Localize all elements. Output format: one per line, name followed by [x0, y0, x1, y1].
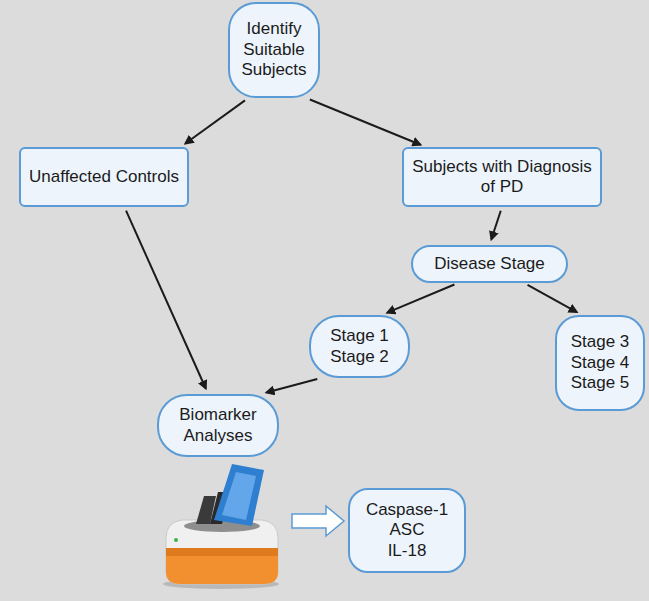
flow-arrow	[310, 100, 421, 145]
box-label: Biomarker Analyses	[165, 405, 271, 446]
process-box: Caspase-1ASCIL-18	[348, 488, 466, 573]
box-label: Subjects with Diagnosis of PD	[410, 157, 594, 198]
process-box: Stage 3Stage 4Stage 5	[555, 315, 645, 411]
box-label: Stage 5	[571, 373, 630, 393]
flow-arrow	[267, 379, 318, 392]
process-box: Disease Stage	[411, 245, 568, 283]
flow-arrow	[387, 285, 454, 313]
box-label: Disease Stage	[434, 254, 545, 274]
box-label: Stage 1	[330, 326, 389, 346]
process-box: Identify Suitable Subjects	[228, 2, 320, 98]
box-label: Stage 4	[571, 353, 630, 373]
box-label: Stage 2	[330, 347, 389, 367]
flow-arrow	[185, 100, 245, 143]
box-label: Caspase-1	[366, 500, 448, 520]
process-box: Stage 1Stage 2	[309, 315, 410, 378]
box-label: Identify Suitable Subjects	[236, 19, 312, 80]
flow-arrow	[528, 285, 577, 312]
flow-arrow	[491, 211, 500, 240]
box-label: ASC	[390, 520, 425, 540]
process-box: Biomarker Analyses	[157, 394, 279, 457]
analyzer-machine	[163, 464, 279, 589]
box-label: Stage 3	[571, 332, 630, 352]
process-box: Unaffected Controls	[19, 147, 189, 207]
process-box: Subjects with Diagnosis of PD	[402, 147, 602, 207]
output-arrow	[292, 506, 344, 536]
box-label: IL-18	[388, 541, 427, 561]
flow-arrow	[126, 211, 206, 389]
box-label: Unaffected Controls	[29, 167, 179, 187]
